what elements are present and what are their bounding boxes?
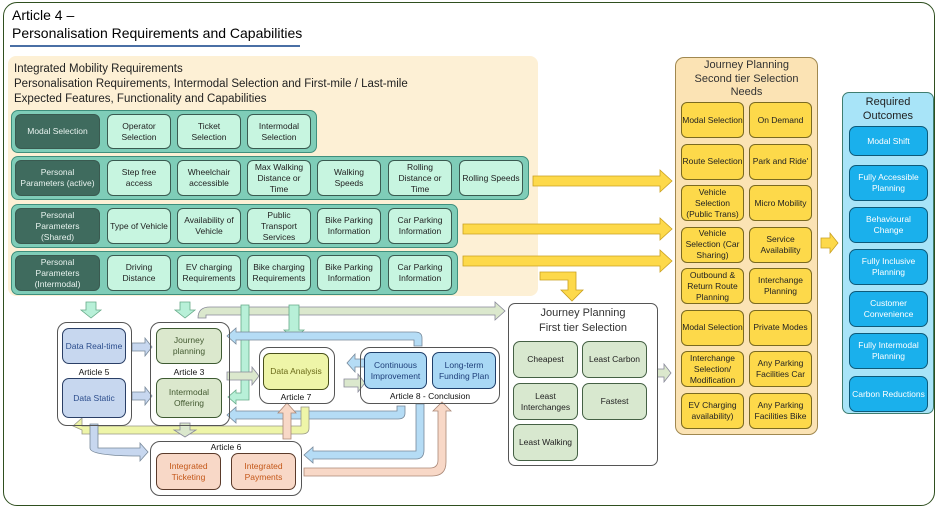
second-tier-title-line: Journey Planning [703, 59, 789, 71]
second-tier-item: EV Charging availability) [681, 392, 744, 429]
requirement-cell: Rolling Distance or Time [388, 160, 452, 196]
funding-plan-box: Long-term Funding Plan [432, 352, 496, 389]
requirement-cell: Bike charging Requirements [247, 255, 311, 291]
article-3-label: Article 3 [173, 367, 205, 377]
requirement-cell: Type of Vehicle [107, 208, 171, 244]
article-5-label: Article 5 [78, 367, 110, 377]
requirement-cell: Max Walking Distance or Time [247, 160, 311, 196]
second-tier-item: Route Selection [681, 143, 744, 180]
requirement-cell: EV charging Requirements [177, 255, 241, 291]
requirement-cell: Intermodal Selection [247, 114, 311, 149]
second-tier-item: Vehicle Selection (Car Sharing) [681, 226, 744, 263]
integrated-ticketing-box: Integrated Ticketing [156, 453, 221, 490]
requirement-cell: Availability of Vehicle [177, 208, 241, 244]
first-tier-least-walking: Least Walking [513, 424, 578, 461]
integrated-payments-box: Integrated Payments [231, 453, 296, 490]
second-tier-item: Private Modes [749, 309, 812, 346]
first-tier-title: Journey Planning First tier Selection [508, 306, 658, 335]
outcomes-title-line: Required [865, 96, 911, 108]
row-label: Modal Selection [15, 114, 100, 149]
second-tier-title-line: Second tier Selection [694, 72, 799, 85]
outcome-item: Behavioural Change [849, 207, 928, 243]
requirement-cell: Car Parking Information [388, 208, 452, 244]
requirements-row-intermodal: Personal Parameters (Intermodal) Driving… [11, 251, 458, 295]
requirements-heading-line: Expected Features, Functionality and Cap… [14, 93, 267, 105]
requirements-row-active: Personal Parameters (active) Step free a… [11, 156, 529, 200]
title-line-2: Personalisation Requirements and Capabil… [12, 25, 303, 41]
requirements-row-modal-selection: Modal Selection Operator Selection Ticke… [11, 110, 317, 153]
row-label: Personal Parameters (Shared) [15, 208, 100, 244]
row-label: Personal Parameters (Intermodal) [15, 255, 100, 291]
row-label: Personal Parameters (active) [15, 160, 100, 196]
outcome-item: Fully Accessible Planning [849, 165, 928, 201]
data-realtime-box: Data Real-time [62, 328, 126, 364]
requirement-cell: Public Transport Services [247, 208, 311, 244]
requirement-cell: Rolling Speeds [459, 160, 523, 196]
requirements-heading: Integrated Mobility Requirements Persona… [14, 62, 408, 107]
title-underline [10, 45, 300, 47]
second-tier-item: On Demand [749, 102, 812, 138]
second-tier-item: Service Availability [749, 226, 812, 263]
second-tier-item: Outbound & Return Route Planning [681, 268, 744, 304]
outcome-item: Fully Intermodal Planning [849, 333, 928, 369]
requirement-cell: Step free access [107, 160, 171, 196]
first-tier-least-interchanges: Least Interchanges [513, 383, 578, 420]
requirements-row-shared: Personal Parameters (Shared) Type of Veh… [11, 204, 458, 248]
data-static-box: Data Static [62, 378, 126, 418]
diagram-frame [3, 2, 935, 506]
second-tier-item: Modal Selection [681, 102, 744, 138]
outcome-item: Fully Inclusive Planning [849, 249, 928, 285]
outcomes-title-line: Outcomes [862, 110, 914, 122]
second-tier-item: Modal Selection [681, 309, 744, 346]
article-6-label: Article 6 [210, 442, 242, 452]
journey-planning-box: Journey planning [156, 328, 222, 364]
intermodal-offering-box: Intermodal Offering [156, 378, 222, 418]
first-tier-least-carbon: Least Carbon [582, 341, 647, 378]
continuous-improvement-box: Continuous Improvement [364, 352, 427, 389]
second-tier-item: Interchange Planning [749, 268, 812, 304]
outcome-item: Carbon Reductions [849, 376, 928, 412]
article-8-group [360, 347, 500, 404]
requirement-cell: Bike Parking Information [317, 255, 381, 291]
first-tier-title-line: Journey Planning [540, 307, 626, 319]
first-tier-cheapest: Cheapest [513, 341, 578, 378]
second-tier-title: Journey Planning Second tier Selection N… [675, 59, 818, 100]
second-tier-item: Vehicle Selection (Public Trans) [681, 185, 744, 221]
requirements-heading-line: Integrated Mobility Requirements [14, 63, 183, 75]
second-tier-title-line: Needs [730, 86, 763, 98]
article-7-label: Article 7 [280, 392, 312, 402]
requirement-cell: Driving Distance [107, 255, 171, 291]
outcome-item: Customer Convenience [849, 291, 928, 327]
second-tier-item: Interchange Selection/ Modification [681, 351, 744, 387]
second-tier-item: Any Parking Facilities Bike [749, 392, 812, 429]
article-7-group [259, 347, 335, 404]
requirement-cell: Operator Selection [107, 114, 171, 149]
second-tier-item: Micro Mobility [749, 185, 812, 221]
second-tier-item: Park and Ride' [749, 143, 812, 180]
article-3-group [150, 322, 230, 426]
article-8-label: Article 8 - Conclusion [389, 391, 471, 401]
outcomes-title: Required Outcomes [842, 95, 934, 123]
outcome-item: Modal Shift [849, 126, 928, 156]
first-tier-fastest: Fastest [582, 383, 647, 420]
article-5-group [57, 322, 132, 426]
second-tier-item: Any Parking Facilities Car [749, 351, 812, 387]
first-tier-title-line: First tier Selection [538, 321, 628, 334]
requirement-cell: Bike Parking Information [317, 208, 381, 244]
title-line-1: Article 4 – [12, 7, 75, 23]
requirement-cell: Wheelchair accessible [177, 160, 241, 196]
page-title: Article 4 – Personalisation Requirements… [12, 6, 302, 42]
data-analysis-box: Data Analysis [263, 353, 329, 390]
requirement-cell: Car Parking Information [388, 255, 452, 291]
requirement-cell: Ticket Selection [177, 114, 241, 149]
requirements-heading-line: Personalisation Requirements, Intermodal… [14, 78, 408, 90]
article-6-group [150, 441, 302, 496]
requirement-cell: Walking Speeds [317, 160, 381, 196]
